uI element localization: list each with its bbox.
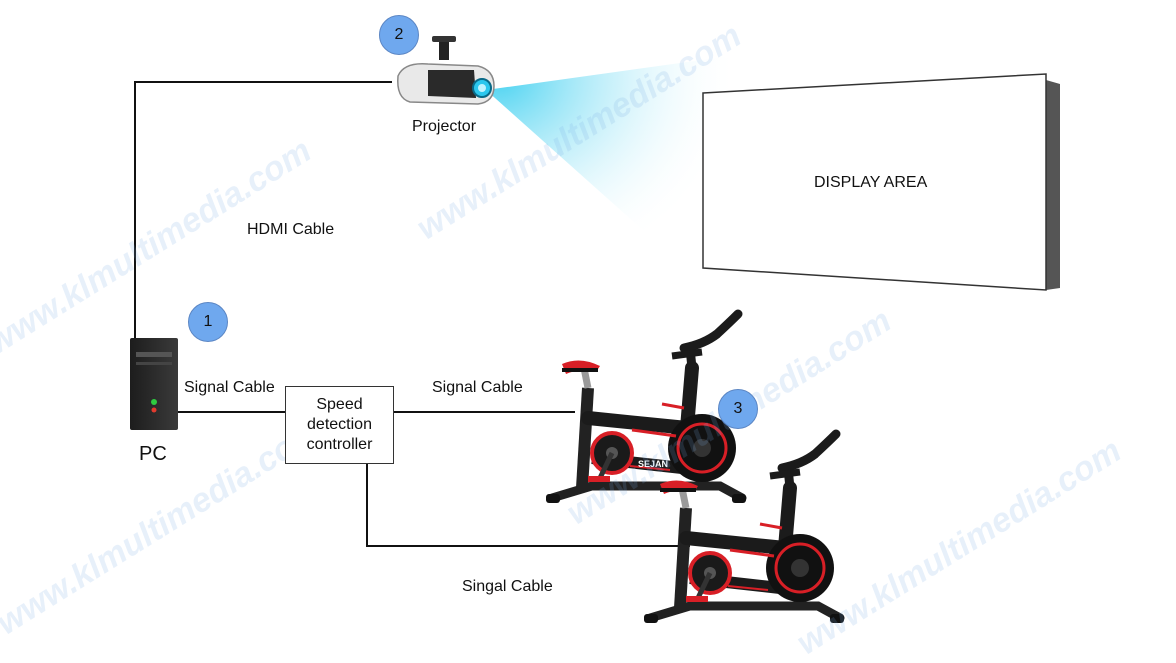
bike-brand-label: SEJAN [638,459,668,469]
pc-signal-cable-label: Signal Cable [184,379,275,396]
controller-bike2-cable-line [366,464,690,547]
projector-label: Projector [412,118,477,135]
connection-lines [134,81,690,547]
badge-pc: 1 [188,302,228,342]
controller-label: Speed detection controller [306,396,373,453]
display-area-label: DISPLAY AREA [814,174,928,191]
hdmi-cable-line [134,81,392,340]
bike1-signal-cable-label: Signal Cable [432,379,523,396]
badge-projector: 2 [379,15,419,55]
exercise-bike-1 [546,314,746,503]
system-diagram: SEJAN [130,36,1060,638]
hdmi-cable-label: HDMI Cable [247,221,335,238]
pc-tower-icon [130,338,178,430]
pc-label: PC [139,443,167,465]
bike2-signal-cable-label: Singal Cable [462,578,553,595]
projector-beam [486,55,738,272]
badge-bikes: 3 [718,389,758,429]
speed-detection-controller-box: Speed detection controller [285,386,394,464]
display-area-screen [702,73,1060,291]
projector-icon [397,36,495,105]
